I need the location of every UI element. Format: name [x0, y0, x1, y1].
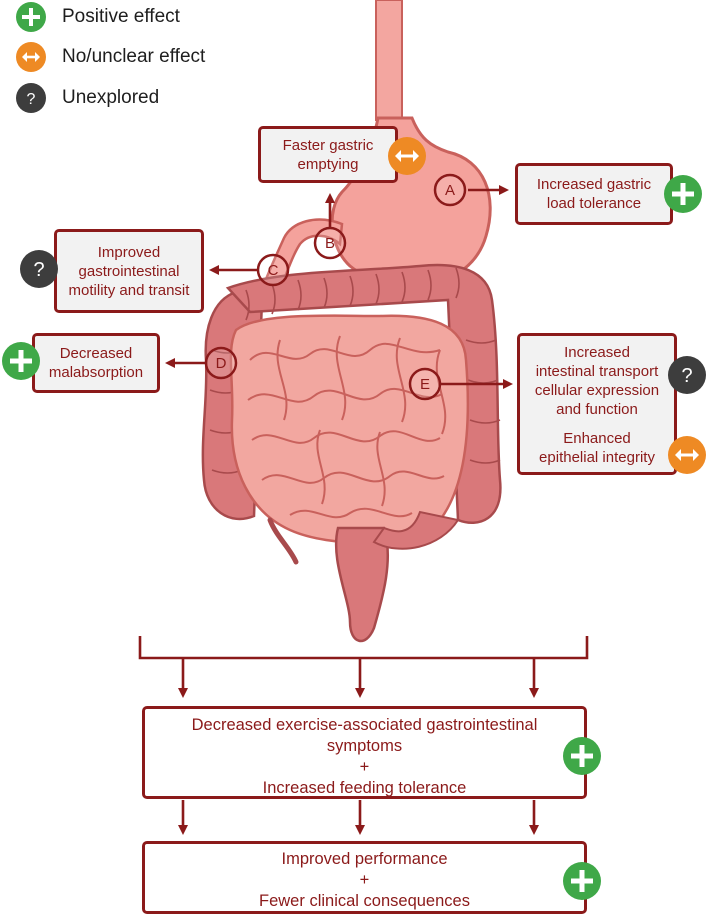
- legend-positive: Positive effect: [16, 2, 180, 32]
- double-arrow-icon: [16, 42, 46, 72]
- site-c-circle: [256, 253, 290, 287]
- double-arrow-icon: [668, 436, 706, 474]
- legend-unexplored: ? Unexplored: [16, 83, 159, 113]
- svg-text:?: ?: [27, 91, 36, 108]
- malabsorption-positive-badge: [2, 342, 40, 380]
- outcome-performance-positive-badge: [563, 862, 601, 900]
- site-label-d: D: [216, 355, 227, 372]
- epithelial-unclear-badge: [668, 436, 706, 474]
- faster-gastric-emptying-box: Faster gastric emptying: [258, 126, 398, 183]
- plus-icon: [2, 342, 40, 380]
- transport-integrity-box: Increased intestinal transport cellular …: [517, 333, 677, 475]
- site-label-e: E: [420, 376, 430, 393]
- svg-text:?: ?: [33, 259, 44, 281]
- intestinal-transport-text: Increased intestinal transport cellular …: [534, 344, 660, 418]
- plus-icon: [16, 2, 46, 32]
- plus-icon: [664, 175, 702, 213]
- gastric-emptying-unclear-badge: [388, 137, 426, 175]
- site-a-circle: [433, 173, 467, 207]
- improved-gi-motility-box: Improved gastrointestinal motility and t…: [54, 229, 204, 313]
- question-icon: ?: [668, 356, 706, 394]
- legend-unclear: No/unclear effect: [16, 42, 205, 72]
- site-e-circle: [408, 367, 442, 401]
- motility-unexplored-badge: ?: [20, 250, 58, 288]
- plus-icon: [563, 862, 601, 900]
- outcome-symptoms-positive-badge: [563, 737, 601, 775]
- svg-text:?: ?: [681, 365, 692, 387]
- outcome-performance-box: Improved performance + Fewer clinical co…: [142, 841, 587, 914]
- site-label-a: A: [445, 182, 455, 199]
- question-icon: ?: [16, 83, 46, 113]
- decreased-malabsorption-box: Decreased malabsorption: [32, 333, 160, 393]
- site-b-circle: [313, 226, 347, 260]
- site-label-c: C: [268, 262, 279, 279]
- outcome-symptoms-box: Decreased exercise-associated gastrointe…: [142, 706, 587, 799]
- double-arrow-icon: [388, 137, 426, 175]
- legend-unclear-label: No/unclear effect: [62, 46, 206, 67]
- legend-unexplored-label: Unexplored: [62, 87, 160, 108]
- site-label-b: B: [325, 235, 335, 252]
- legend-positive-label: Positive effect: [62, 6, 180, 27]
- gastric-load-positive-badge: [664, 175, 702, 213]
- plus-icon: [563, 737, 601, 775]
- transport-unexplored-badge: ?: [668, 356, 706, 394]
- question-icon: ?: [20, 250, 58, 288]
- epithelial-integrity-text: Enhanced epithelial integrity: [539, 430, 655, 466]
- site-d-circle: [204, 346, 238, 380]
- increased-gastric-load-box: Increased gastric load tolerance: [515, 163, 673, 225]
- summary-bracket: [138, 636, 589, 660]
